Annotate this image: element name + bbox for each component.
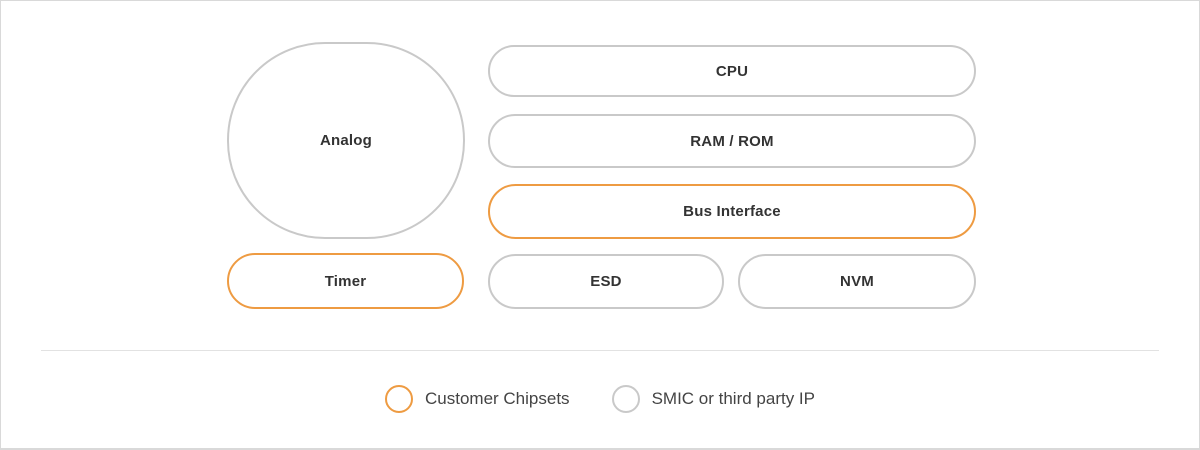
node-analog: Analog — [227, 42, 465, 239]
legend-label-smic-third-party: SMIC or third party IP — [651, 389, 815, 408]
node-nvm-label: NVM — [840, 273, 874, 290]
legend-item-customer-chipsets: Customer Chipsets — [385, 385, 570, 413]
customer-chipsets-circle-icon — [385, 385, 413, 413]
legend-label-customer-chipsets: Customer Chipsets — [425, 389, 570, 408]
node-bus-interface-label: Bus Interface — [683, 203, 781, 220]
legend-divider — [41, 350, 1159, 351]
node-analog-label: Analog — [319, 132, 373, 149]
node-timer-label: Timer — [324, 272, 367, 290]
node-ram-rom-label: RAM / ROM — [690, 132, 774, 150]
node-timer: Timer — [227, 253, 464, 309]
node-nvm: NVM — [738, 254, 976, 309]
node-esd: ESD — [488, 254, 724, 309]
node-ram-rom: RAM / ROM — [488, 114, 976, 168]
node-cpu-label: CPU — [715, 62, 749, 80]
legend-item-smic-third-party: SMIC or third party IP — [611, 385, 815, 413]
legend: Customer Chipsets SMIC or third party IP — [1, 385, 1199, 413]
node-esd-label: ESD — [590, 273, 622, 290]
node-bus-interface: Bus Interface — [488, 184, 976, 239]
smic-third-party-circle-icon — [611, 385, 640, 413]
node-cpu: CPU — [488, 45, 976, 97]
